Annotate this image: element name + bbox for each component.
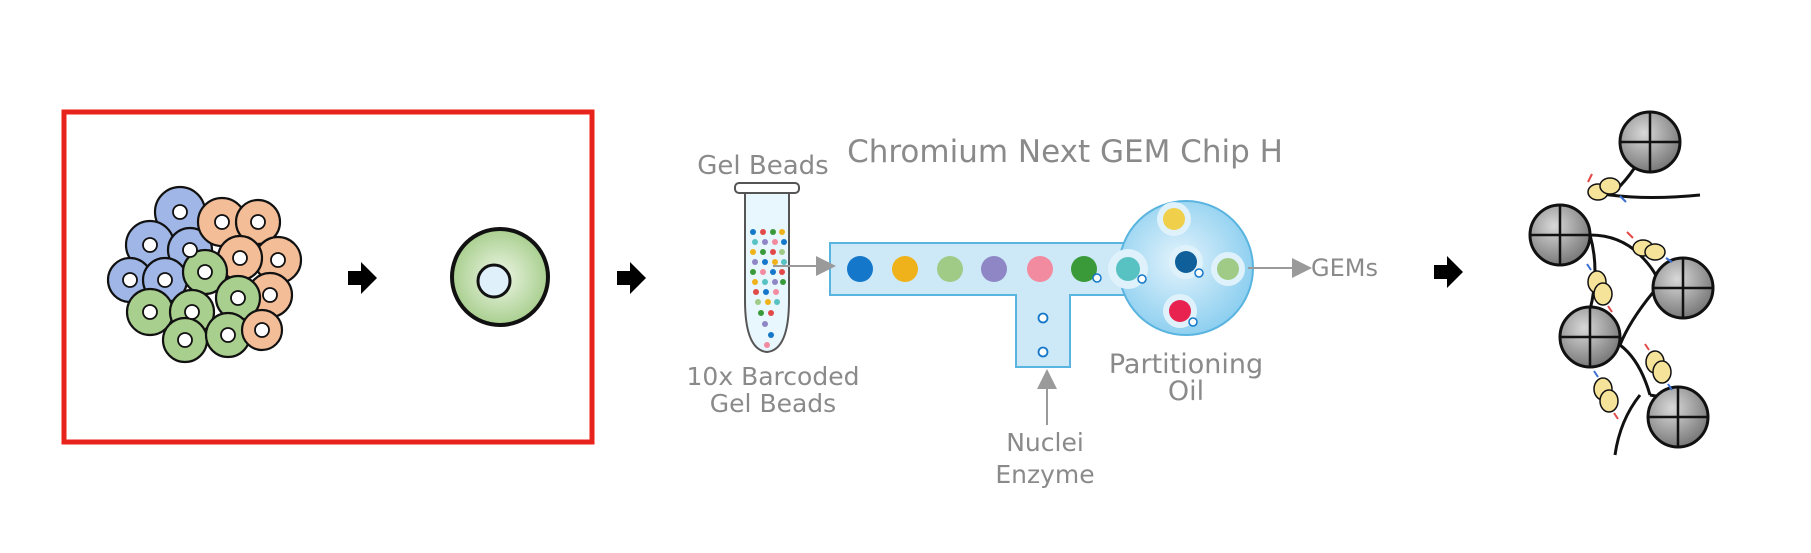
gel-beads-label: Gel Beads — [697, 151, 828, 181]
cell-nuclei — [122, 204, 286, 348]
barcoded-label-line1: 10x Barcoded — [687, 362, 860, 391]
partitioning-label-line1: Partitioning — [1109, 349, 1263, 380]
barcoded-label-line2: Gel Beads — [710, 389, 836, 418]
nuclei-label-line2: Enzyme — [995, 460, 1094, 489]
right-arrow-icon — [1434, 256, 1463, 288]
channel-beads — [847, 249, 1148, 289]
right-arrow-icon — [348, 262, 377, 294]
nuclei-particles — [1037, 312, 1049, 358]
nuclei-label-line1: Nuclei — [1006, 428, 1084, 457]
right-arrow-icon — [617, 262, 646, 294]
gem-droplets — [1157, 202, 1245, 328]
single-cell — [450, 227, 550, 327]
gems-label: GEMs — [1311, 254, 1378, 282]
chip-title: Chromium Next GEM Chip H — [847, 134, 1283, 170]
microfluidic-channel — [829, 200, 1254, 368]
nucleosome-icon — [1528, 110, 1715, 456]
highlight-box — [61, 109, 595, 445]
partitioning-label-line2: Oil — [1168, 376, 1204, 407]
test-tube-icon — [734, 182, 800, 354]
